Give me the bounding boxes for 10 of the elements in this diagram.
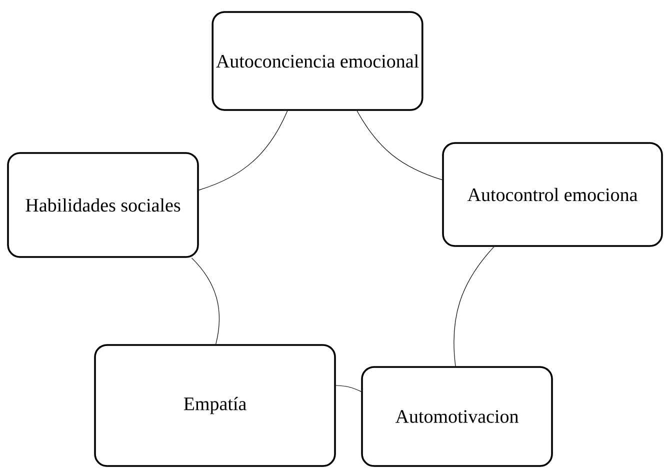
text-box: Autocontrol emociona bbox=[442, 142, 663, 247]
connector-arc bbox=[336, 385, 362, 392]
connector-arc bbox=[198, 110, 288, 190]
connector-arc bbox=[356, 110, 442, 180]
text-box: Automotivacion bbox=[361, 366, 553, 467]
text-box: Habilidades sociales bbox=[7, 152, 199, 258]
connector-arc bbox=[191, 258, 220, 344]
text-box: Autoconciencia emocional bbox=[212, 11, 424, 111]
connector-arc bbox=[454, 246, 494, 366]
text-box: Empatía bbox=[94, 344, 336, 467]
